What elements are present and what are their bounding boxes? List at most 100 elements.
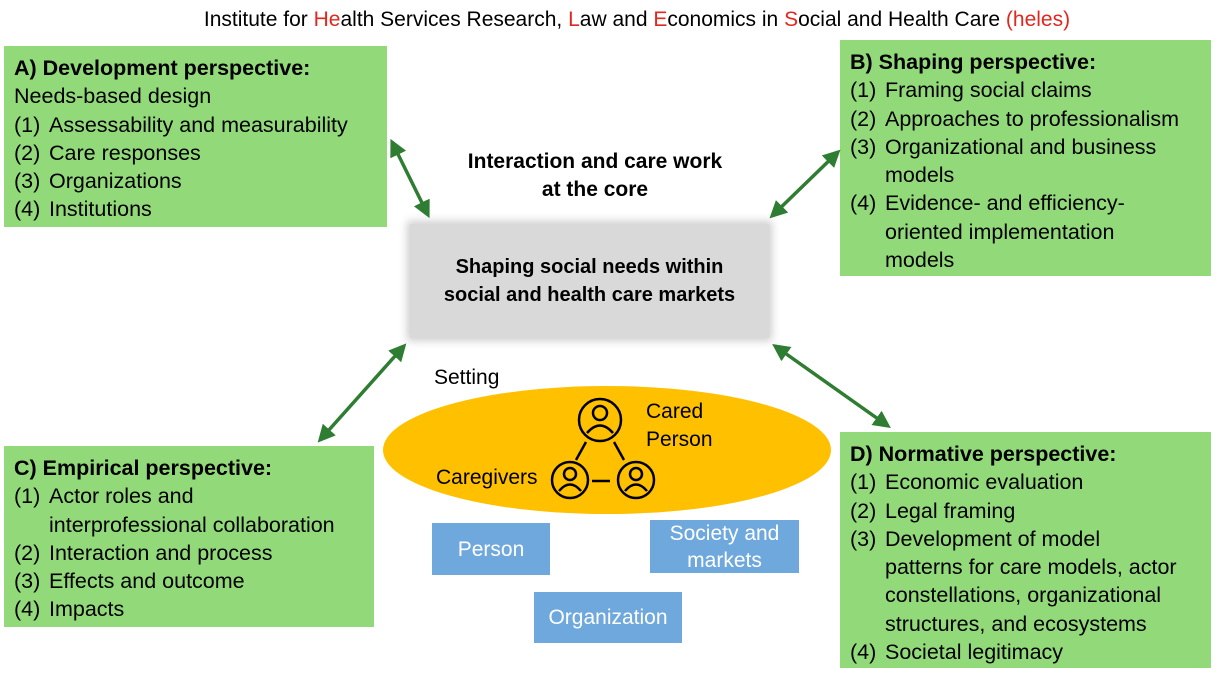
perspective-item: (3)Organizations xyxy=(14,167,377,195)
development-perspective-box: A) Development perspective: Needs-based d… xyxy=(4,46,387,227)
item-text: Assessability and measurability xyxy=(49,111,377,139)
perspective-item: (4) Societal legitimacy xyxy=(850,638,1201,666)
item-number: (1) xyxy=(850,78,877,103)
perspective-item: (3) Organizational and business models xyxy=(850,133,1201,190)
setting-ellipse xyxy=(383,386,831,514)
item-text-line: Effects and outcome xyxy=(49,569,245,594)
item-number: (4) xyxy=(14,197,41,222)
title-part: E xyxy=(653,8,668,31)
perspective-item: (2) Interaction and process xyxy=(14,539,364,567)
double-arrow-icon xyxy=(772,343,891,429)
connector-line xyxy=(612,441,626,461)
item-text-line: structures, and ecosystems xyxy=(885,611,1147,636)
item-number: (2) xyxy=(14,540,41,565)
double-arrow-icon xyxy=(769,149,841,219)
item-text-line: Impacts xyxy=(49,597,125,622)
person-circle-icon xyxy=(616,460,656,500)
core-box: Shaping social needs within social and h… xyxy=(410,224,769,338)
perspective-heading: B) Shaping perspective: xyxy=(850,50,1097,74)
item-text: Organizations xyxy=(49,167,377,195)
item-text: Development of model patterns for care mo… xyxy=(885,525,1201,638)
item-text-line: models xyxy=(885,163,955,188)
title-part: aw and xyxy=(579,8,654,31)
item-text-line: constellations, organizational xyxy=(885,583,1162,608)
item-number: (1) xyxy=(14,112,41,137)
core-box-line: social and health care markets xyxy=(443,284,736,306)
item-text-line: Development of model xyxy=(885,526,1101,551)
item-text-line: Framing social claims xyxy=(885,78,1092,103)
item-text-line: Economic evaluation xyxy=(885,470,1084,495)
cared-person-label: Cared Person xyxy=(646,398,713,454)
double-arrow-icon xyxy=(390,138,430,219)
core-label-line: Interaction and care work xyxy=(467,150,723,173)
title-part: (heles) xyxy=(1005,8,1071,31)
shaping-perspective-box: B) Shaping perspective: (1) Framing social… xyxy=(840,40,1211,276)
item-number: (3) xyxy=(850,134,877,159)
item-text: Economic evaluation xyxy=(885,468,1201,496)
setting-label: Setting xyxy=(434,366,500,389)
item-text-line: Organizations xyxy=(49,169,182,194)
item-text-line: patterns for care models, actor xyxy=(885,555,1177,580)
item-text: Approaches to professionalism xyxy=(885,105,1201,133)
item-text: Institutions xyxy=(49,195,377,223)
core-label-line: at the core xyxy=(541,178,649,201)
item-text-line: models xyxy=(885,248,955,273)
item-text-line: interprofessional collaboration xyxy=(49,512,335,537)
item-text-line: Legal framing xyxy=(885,498,1016,523)
perspective-item: (1)Economic evaluation xyxy=(850,468,1201,496)
cared-person-line: Person xyxy=(646,428,713,451)
item-text: Actor roles and interprofessional collabo… xyxy=(49,482,364,539)
item-text: Care responses xyxy=(49,139,377,167)
item-text: Framing social claims xyxy=(885,76,1201,104)
item-text: Legal framing xyxy=(885,497,1201,525)
item-text: Impacts xyxy=(49,595,364,623)
item-text-line: Organizational and business xyxy=(885,134,1157,159)
core-label: Interaction and care work at the core xyxy=(440,148,750,204)
perspective-item: (4) Institutions xyxy=(14,195,377,223)
perspective-item: (2) Care responses xyxy=(14,139,377,167)
title-part: conomics in xyxy=(667,8,785,31)
caregivers-label: Caregivers xyxy=(436,466,538,489)
item-text-line: Interaction and process xyxy=(49,540,273,565)
title-part: Institute for xyxy=(203,8,314,31)
perspective-item: (1) Framing social claims xyxy=(850,76,1201,104)
item-number: (3) xyxy=(14,569,41,594)
level-organization-label: Organization xyxy=(548,606,668,629)
perspective-item: (4) Impacts xyxy=(14,595,364,623)
perspective-heading: C) Empirical perspective: xyxy=(14,456,273,480)
perspective-item: (4) Evidence- and efficiency-oriented imp… xyxy=(850,189,1201,274)
item-number: (4) xyxy=(850,640,877,665)
perspective-heading: A) Development perspective: xyxy=(14,56,311,80)
item-text: Effects and outcome xyxy=(49,567,364,595)
title-part: He xyxy=(313,8,341,31)
item-text: Evidence- and efficiency-oriented implem… xyxy=(885,189,1201,274)
item-number: (4) xyxy=(14,597,41,622)
item-text: Societal legitimacy xyxy=(885,638,1201,666)
normative-perspective-box: D) Normative perspective:(1)Economic eva… xyxy=(840,432,1211,668)
level-society-line: markets xyxy=(687,548,762,572)
level-society-line: Society and xyxy=(669,521,780,545)
perspective-item: (3) Effects and outcome xyxy=(14,567,364,595)
item-number: (4) xyxy=(850,191,877,216)
item-text-line: Actor roles and xyxy=(49,484,194,509)
empirical-perspective-box: C) Empirical perspective:(1)Actor roles … xyxy=(4,446,374,627)
level-person-label: Person xyxy=(457,537,525,561)
item-number: (2) xyxy=(850,498,877,523)
double-arrow-icon xyxy=(317,343,407,443)
core-box-line: Shaping social needs within xyxy=(455,256,724,278)
item-text-line: Assessability and measurability xyxy=(49,112,348,137)
item-text-line: Institutions xyxy=(49,197,152,222)
level-organization: Organization xyxy=(534,592,682,643)
item-text: Interaction and process xyxy=(49,539,364,567)
perspective-subheading: Needs-based design xyxy=(14,84,212,109)
item-number: (2) xyxy=(14,140,41,165)
institute-title: Institute for Health Services Research, … xyxy=(0,8,1221,32)
item-text-line: Societal legitimacy xyxy=(885,640,1064,665)
item-text-line: Care responses xyxy=(49,140,201,165)
title-part: alth Services Research, xyxy=(340,8,569,31)
level-society-markets: Society and markets xyxy=(650,520,799,573)
title-part: L xyxy=(568,8,580,31)
